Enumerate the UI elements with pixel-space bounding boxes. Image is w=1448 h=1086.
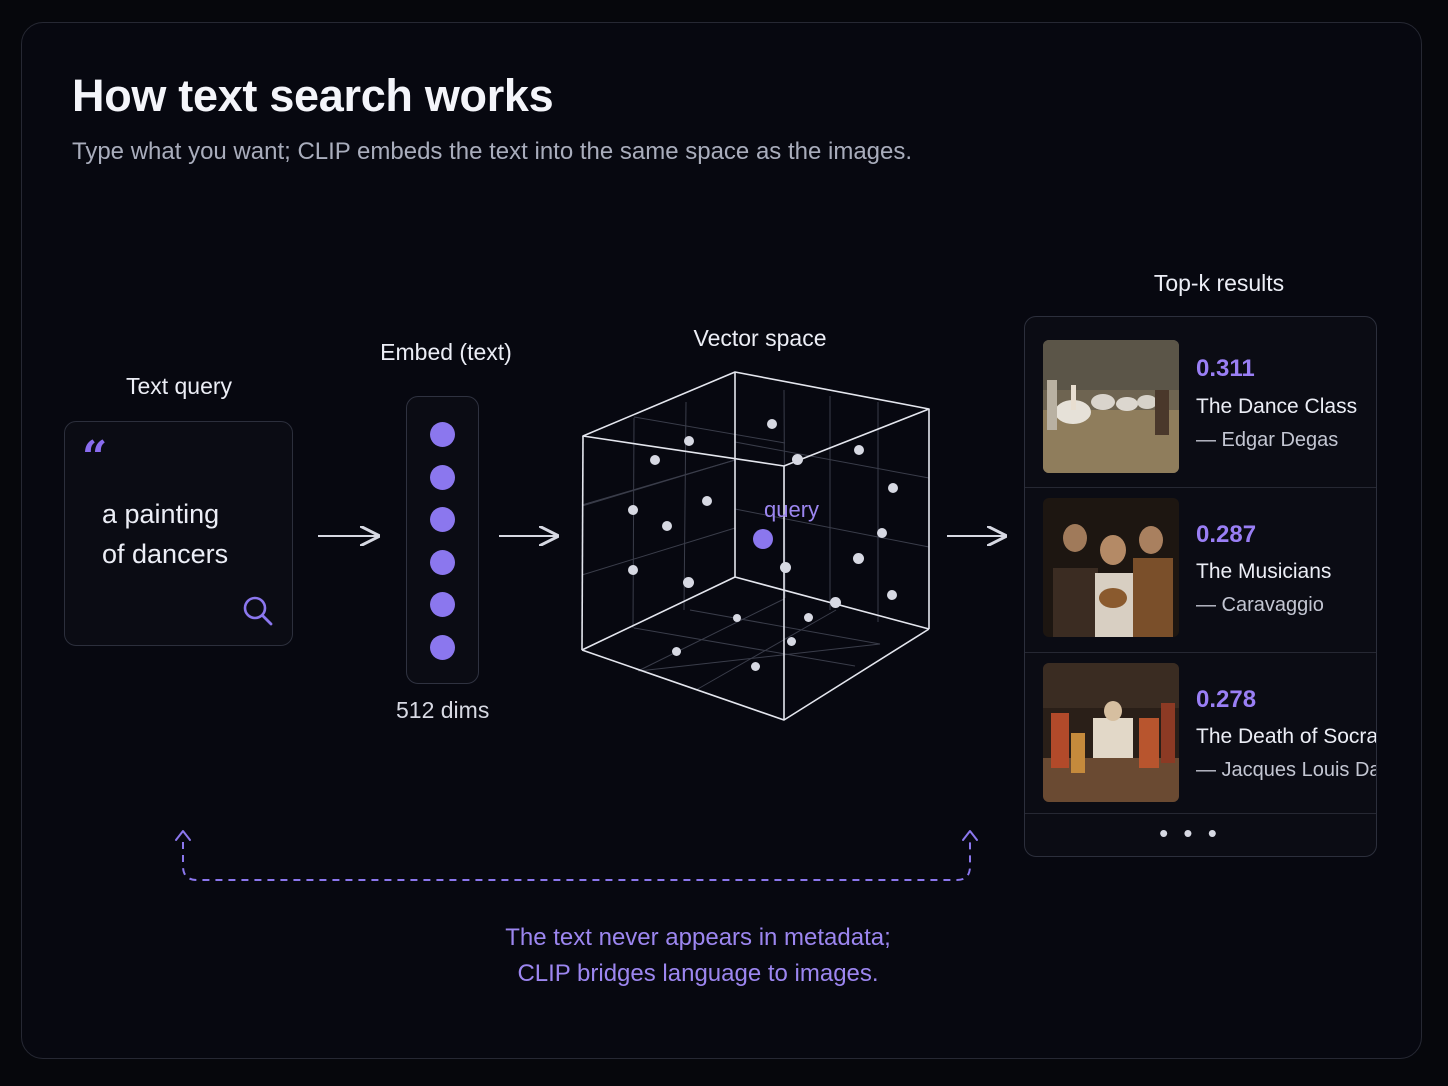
stage-label-embed: Embed (text) — [380, 339, 512, 365]
divider — [1025, 813, 1376, 814]
result-artist: — Edgar Degas — [1196, 429, 1339, 451]
result-score: 0.287 — [1196, 521, 1257, 548]
query-card[interactable]: “ a painting of dancers — [64, 421, 293, 646]
results-panel: 0.311 The Dance Class — Edgar Degas 0.28… — [1024, 316, 1377, 857]
stage-label-vector-space: Vector space — [693, 325, 827, 351]
search-icon[interactable] — [241, 594, 275, 628]
result-artist: — Caravaggio — [1196, 594, 1324, 616]
embedding-dot — [430, 507, 455, 532]
stage-label-results: Top-k results — [1153, 270, 1285, 296]
embedding-dot — [430, 592, 455, 617]
dims-label: 512 dims — [396, 697, 490, 723]
arrow-up-icon — [962, 830, 978, 841]
stage-label-text-query: Text query — [125, 373, 233, 399]
embedding-dot — [430, 550, 455, 575]
result-item[interactable]: 0.287 The Musicians — Caravaggio — [1025, 488, 1376, 652]
result-title: The Musicians — [1196, 560, 1332, 583]
footnote-line-2: CLIP bridges language to images. — [517, 960, 879, 987]
embedding-dot — [430, 465, 455, 490]
result-title: The Death of Socrates — [1196, 725, 1377, 748]
embedding-dot — [430, 635, 455, 660]
divider — [1025, 652, 1376, 653]
painting-thumbnail-musicians — [1043, 498, 1179, 637]
vector-space-cube — [581, 371, 930, 721]
painting-thumbnail-death-of-socrates — [1043, 663, 1179, 802]
result-item[interactable]: 0.278 The Death of Socrates — Jacques Lo… — [1025, 653, 1376, 813]
quote-icon: “ — [82, 432, 108, 483]
result-item[interactable]: 0.311 The Dance Class — Edgar Degas — [1025, 317, 1376, 487]
query-text-line-2: of dancers — [102, 539, 229, 569]
result-title: The Dance Class — [1196, 395, 1358, 418]
painting-thumbnail-dance-class — [1043, 340, 1179, 473]
embedding-vector — [406, 396, 479, 684]
arrow-up-icon — [175, 830, 191, 841]
query-text: a painting of dancers — [102, 494, 282, 574]
query-text-line-1: a painting — [102, 499, 220, 529]
footnote-line-1: The text never appears in metadata; — [505, 924, 891, 951]
divider — [1025, 487, 1376, 488]
result-artist: — Jacques Louis David — [1196, 759, 1376, 781]
page-title: How text search works — [72, 70, 554, 121]
result-score: 0.278 — [1196, 686, 1257, 713]
footnote: The text never appears in metadata; CLIP… — [420, 920, 976, 992]
page-subtitle: Type what you want; CLIP embeds the text… — [72, 138, 913, 165]
embedding-dot — [430, 422, 455, 447]
more-results-indicator[interactable]: • • • — [1159, 818, 1221, 848]
result-score: 0.311 — [1196, 355, 1255, 382]
